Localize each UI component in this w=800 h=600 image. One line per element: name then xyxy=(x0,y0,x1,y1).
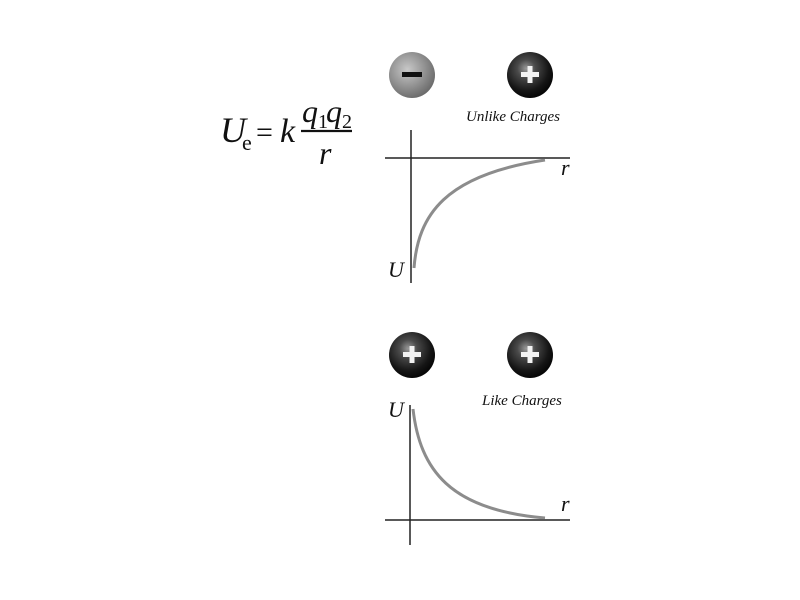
negative-charge-sphere xyxy=(389,52,435,98)
formula-q1-sub: 1 xyxy=(318,111,328,133)
plus-icon-v xyxy=(527,346,533,363)
minus-icon xyxy=(402,72,422,77)
top-u-axis-label: U xyxy=(388,257,406,282)
formula-equals: = xyxy=(256,116,273,149)
bottom-r-axis-label: r xyxy=(561,491,570,516)
unlike-charges-panel: Unlike Charges r U xyxy=(385,52,570,283)
positive-charge-sphere xyxy=(507,52,553,98)
top-potential-curve xyxy=(412,158,546,269)
formula-q2: q xyxy=(326,93,342,129)
plus-icon-v xyxy=(409,346,415,363)
formula-lhs-symbol: U xyxy=(220,110,248,150)
positive-charge-sphere-left xyxy=(389,332,435,378)
positive-charge-sphere-right xyxy=(507,332,553,378)
formula-constant: k xyxy=(280,113,296,150)
like-charges-panel: Like Charges r U xyxy=(385,332,570,545)
unlike-charges-label: Unlike Charges xyxy=(466,109,560,125)
formula-denominator: r xyxy=(319,135,332,171)
formula-q1: q xyxy=(302,93,318,129)
formula-graphic: U e = k q 1 q 2 r xyxy=(220,93,352,171)
bottom-potential-curve xyxy=(411,408,546,520)
plus-icon-v xyxy=(527,66,533,83)
bottom-u-axis-label: U xyxy=(388,397,406,422)
top-r-axis-label: r xyxy=(561,155,570,180)
formula-q2-sub: 2 xyxy=(342,111,352,133)
coulomb-potential-formula: U e = k q 1 q 2 r xyxy=(218,88,368,178)
like-charges-label: Like Charges xyxy=(481,393,562,409)
formula-lhs-subscript: e xyxy=(242,130,252,155)
